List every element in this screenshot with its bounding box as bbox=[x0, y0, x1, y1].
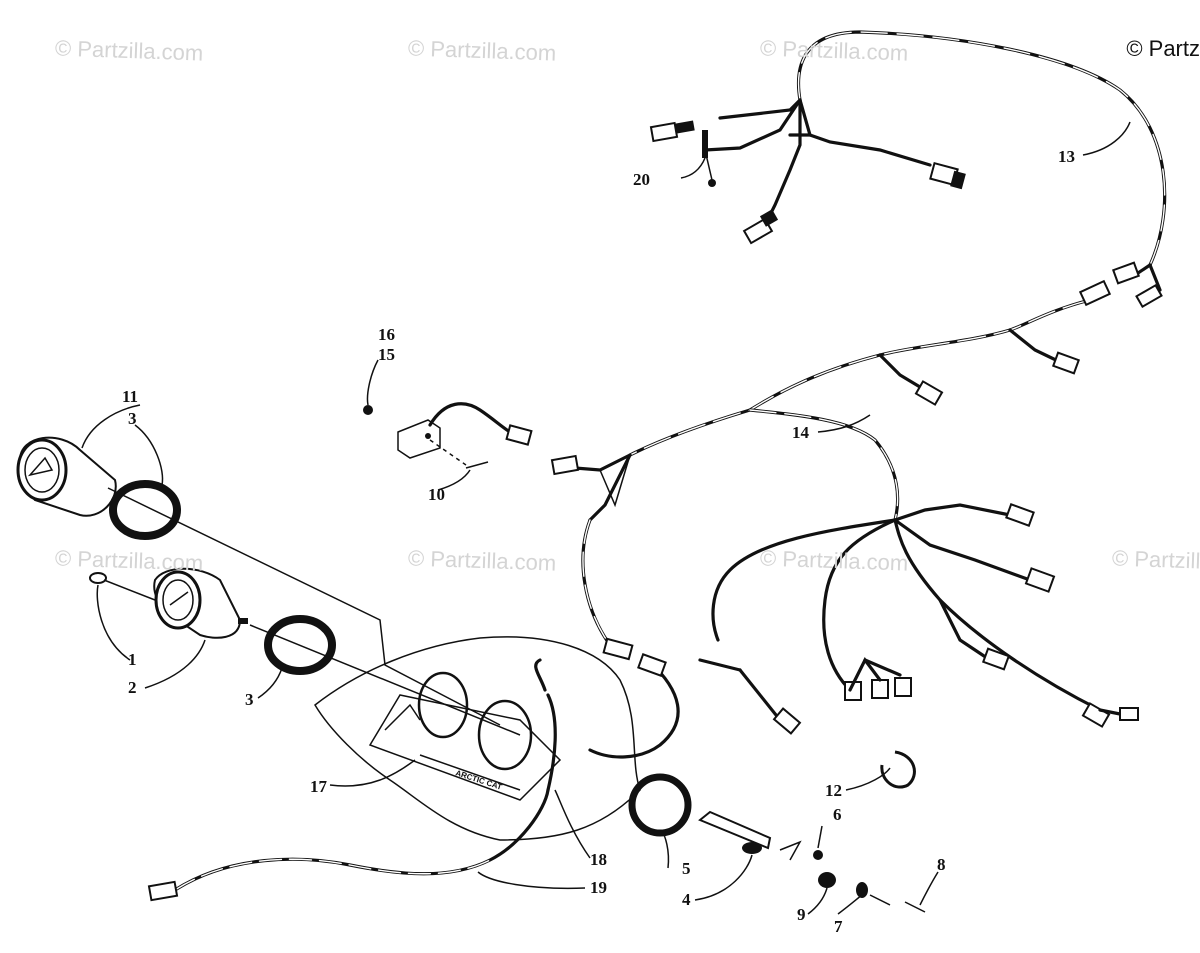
bulb-socket-parts bbox=[628, 750, 926, 913]
callout-5: 5 bbox=[682, 859, 691, 878]
callout-11: 11 bbox=[122, 387, 138, 406]
main-wiring-harness bbox=[550, 279, 1139, 759]
callout-13: 13 bbox=[1058, 147, 1075, 166]
watermark: © Partzilla.com bbox=[407, 545, 557, 576]
speedometer-cable bbox=[147, 788, 550, 902]
watermark: © Partzilla.com bbox=[759, 35, 909, 66]
callout-3-lower: 3 bbox=[245, 690, 254, 709]
tachometer-gauge bbox=[16, 436, 181, 540]
dash-console: ARCTIC CAT bbox=[314, 636, 641, 841]
callout-17: 17 bbox=[310, 777, 328, 796]
speedometer-gauge bbox=[89, 567, 336, 675]
callout-18: 18 bbox=[590, 850, 607, 869]
upper-wiring-harness bbox=[649, 30, 1167, 309]
callout-16: 16 bbox=[378, 325, 395, 344]
watermark: © Partzilla.com bbox=[407, 35, 557, 66]
callout-3-upper: 3 bbox=[128, 409, 137, 428]
callout-20: 20 bbox=[633, 170, 650, 189]
callout-10: 10 bbox=[428, 485, 445, 504]
callout-19: 19 bbox=[590, 878, 607, 897]
watermark: © Partzilla.com bbox=[1111, 545, 1200, 576]
callout-4: 4 bbox=[682, 890, 691, 909]
leader-lines bbox=[81, 121, 1131, 915]
watermark: © Partzilla.com bbox=[759, 545, 909, 576]
callout-2: 2 bbox=[128, 678, 137, 697]
callout-12: 12 bbox=[825, 781, 842, 800]
callout-15: 15 bbox=[378, 345, 395, 364]
callout-7: 7 bbox=[834, 917, 843, 936]
console-badge: ARCTIC CAT bbox=[454, 768, 503, 792]
callout-6: 6 bbox=[833, 805, 842, 824]
callout-14: 14 bbox=[792, 423, 810, 442]
watermark-corner: © Partz bbox=[1126, 36, 1200, 61]
callout-labels: 13 20 14 16 15 10 11 3 1 2 3 17 18 19 5 … bbox=[122, 147, 1075, 936]
switch-assembly bbox=[363, 402, 533, 469]
callout-9: 9 bbox=[797, 905, 806, 924]
watermark: © Partzilla.com bbox=[54, 545, 204, 576]
callout-8: 8 bbox=[937, 855, 946, 874]
watermark: © Partzilla.com bbox=[54, 35, 204, 66]
callout-1: 1 bbox=[128, 650, 137, 669]
